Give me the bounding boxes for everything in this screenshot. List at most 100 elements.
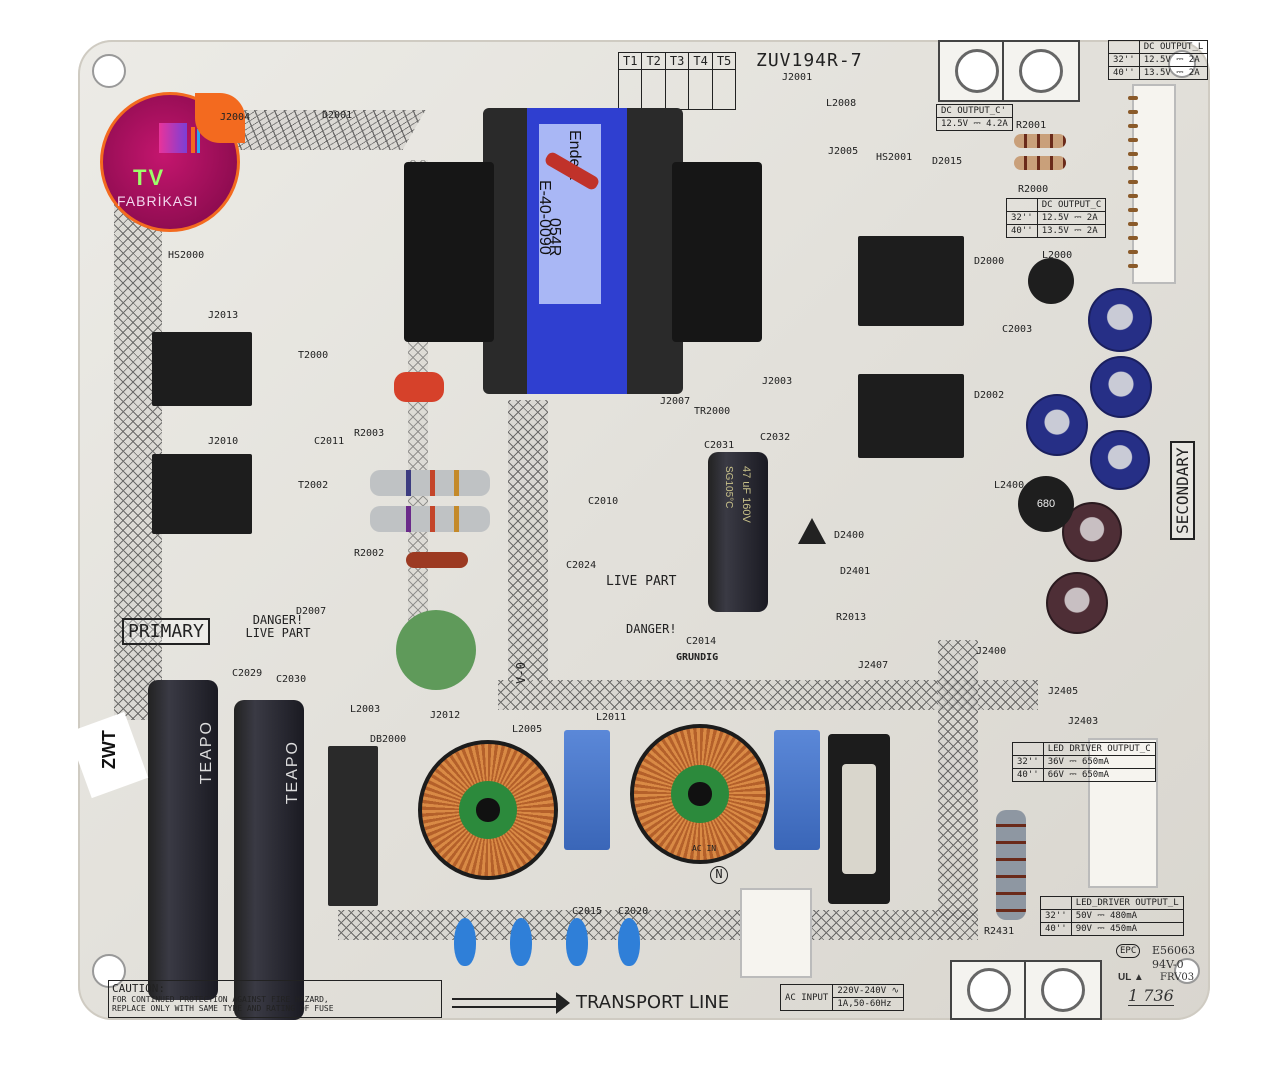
heatsink-t2002 <box>152 454 252 534</box>
ref-j2405: J2405 <box>1048 686 1079 697</box>
resistor-r2000 <box>1014 156 1066 170</box>
led-l-size-32: 32'' <box>1040 909 1072 923</box>
cert-file: E56063 <box>1152 944 1196 957</box>
ref-r2000: R2000 <box>1018 184 1049 195</box>
ref-c2031: C2031 <box>704 440 735 451</box>
heatsink-t2000 <box>152 332 252 406</box>
ref-d2007: D2007 <box>296 606 327 617</box>
tp-1: T1 <box>617 52 643 70</box>
ref-c2024: C2024 <box>566 560 597 571</box>
logo-text-tv: TV <box>133 165 166 190</box>
xcap-1 <box>564 730 610 850</box>
transport-line-label: TRANSPORT LINE <box>576 992 730 1013</box>
resistor-r2001 <box>1014 134 1066 148</box>
transport-arrow-icon <box>452 998 560 1008</box>
cert-epc: EPC <box>1116 944 1141 958</box>
ycap-4 <box>618 918 640 966</box>
ref-r2431: R2431 <box>984 926 1015 937</box>
dc-output-c-prime-title: DC OUTPUT_C' <box>936 104 1013 118</box>
danger-center: DANGER! <box>626 622 677 636</box>
dc-output-l-title: DC OUTPUT_L <box>1138 40 1209 54</box>
dc-output-c-value-40: 13.5V ⎓ 2A <box>1036 224 1107 238</box>
cap-secondary-2 <box>1090 356 1152 418</box>
ref-c2020: C2020 <box>618 906 649 917</box>
ref-c2014: C2014 <box>686 636 717 647</box>
ycap-1 <box>454 918 476 966</box>
ycap-2 <box>510 918 532 966</box>
warning-triangle-icon <box>798 518 826 544</box>
ref-j2400: J2400 <box>976 646 1007 657</box>
ac-input-current: 1A,50-60Hz <box>832 997 905 1011</box>
mount-hole-bl <box>92 954 126 988</box>
resistor-r2002 <box>406 552 468 568</box>
resistor-r2005 <box>370 506 490 532</box>
dc-output-l-size-32: 32'' <box>1108 53 1140 67</box>
connector-dc-output[interactable] <box>1128 84 1176 284</box>
ref-c2029: C2029 <box>232 668 263 679</box>
transformer-label-line3: E-40-0090 <box>536 180 553 255</box>
cap-secondary-6 <box>1046 572 1108 634</box>
ref-d2401: D2401 <box>840 566 871 577</box>
caution-line2: REPLACE ONLY WITH SAME TYPE AND RATING O… <box>112 1004 334 1013</box>
ref-t2000: T2000 <box>298 350 329 361</box>
heatsink-d2000 <box>858 236 964 326</box>
c2031-series: SG105°C <box>723 466 734 509</box>
capacitor-red-film <box>394 372 444 402</box>
logo-curl <box>195 93 245 143</box>
ref-l2000: L2000 <box>1042 250 1073 261</box>
ref-l2008: L2008 <box>826 98 857 109</box>
ref-v0: V-0 <box>513 662 528 684</box>
toroid-l2011 <box>630 724 770 864</box>
neutral-mark: N <box>710 866 728 884</box>
led-c-size-40: 40'' <box>1012 768 1044 782</box>
ref-j2012: J2012 <box>430 710 461 721</box>
ref-c2003: C2003 <box>1002 324 1033 335</box>
fuse-holder <box>828 734 890 904</box>
pcb-board: TV FABRİKASI T1 T2 T3 T4 T5 ZUV194R-7 En… <box>67 40 1210 1020</box>
capacitor-c2031: 47 uF 160V SG105°C <box>708 452 768 612</box>
caution-title: CAUTION: <box>112 982 165 995</box>
led-l-value-40: 90V ⎓ 450mA <box>1070 922 1184 936</box>
cap-secondary-1 <box>1088 288 1152 352</box>
ref-c2030: C2030 <box>276 674 307 685</box>
c2030-brand: TEAPO <box>284 740 301 805</box>
logo-panel-icon <box>159 123 187 153</box>
ac-input-table: AC INPUT 220V-240V ∿ 1A,50-60Hz <box>779 984 905 1011</box>
led-l-size-40: 40'' <box>1040 922 1072 936</box>
hatched-band-right <box>938 640 978 920</box>
ref-ac-in: AC IN <box>692 844 717 853</box>
mount-pad-top-2 <box>1002 40 1080 102</box>
inductor-l2000 <box>1028 258 1074 304</box>
tv-fabrikasi-logo: TV FABRİKASI <box>100 92 245 232</box>
mount-pad-bottom-2 <box>1024 960 1102 1020</box>
caution-box: CAUTION: FOR CONTINUED PROTECTION AGAINS… <box>108 980 442 1018</box>
led-driver-output-c: LED DRIVER OUTPUT_C 32''36V ⎓ 650mA 40''… <box>1012 742 1156 782</box>
transformer-bobbin-left <box>404 162 494 342</box>
cert-date: 1 736 <box>1128 986 1174 1006</box>
ref-j2010: J2010 <box>208 436 239 447</box>
ref-j2407: J2407 <box>858 660 889 671</box>
ref-d2002: D2002 <box>974 390 1005 401</box>
danger-live-left: DANGER! LIVE PART <box>245 613 311 640</box>
ref-j2001: J2001 <box>782 72 813 83</box>
ref-c2032: C2032 <box>760 432 791 443</box>
dc-output-l-value-40: 13.5V ⎓ 2A <box>1138 66 1209 80</box>
ref-l2400: L2400 <box>994 480 1025 491</box>
ac-input-voltage: 220V-240V ∿ <box>832 984 905 998</box>
ref-j2005: J2005 <box>828 146 859 157</box>
logo-panel-icon-3 <box>197 129 200 153</box>
mount-hole-br <box>1174 958 1200 984</box>
inductor-marking: 680 <box>1036 498 1056 510</box>
ref-db2000: DB2000 <box>370 734 407 745</box>
ac-input-connector[interactable] <box>740 888 812 978</box>
dc-output-c-value-32: 12.5V ⎓ 2A <box>1036 211 1107 225</box>
led-driver-output-l: LED_DRIVER OUTPUT_L 32''50V ⎓ 480mA 40''… <box>1040 896 1184 936</box>
ref-hs2001: HS2001 <box>876 152 913 163</box>
ref-t2002: T2002 <box>298 480 329 491</box>
ac-input-title: AC INPUT <box>779 984 834 1011</box>
resistor-r2004 <box>370 470 490 496</box>
cert-rating: 94V-0 <box>1152 958 1184 971</box>
cap-secondary-4 <box>1090 430 1150 490</box>
tp-3: T3 <box>664 52 690 70</box>
zwt-text: ZWT <box>99 730 120 770</box>
